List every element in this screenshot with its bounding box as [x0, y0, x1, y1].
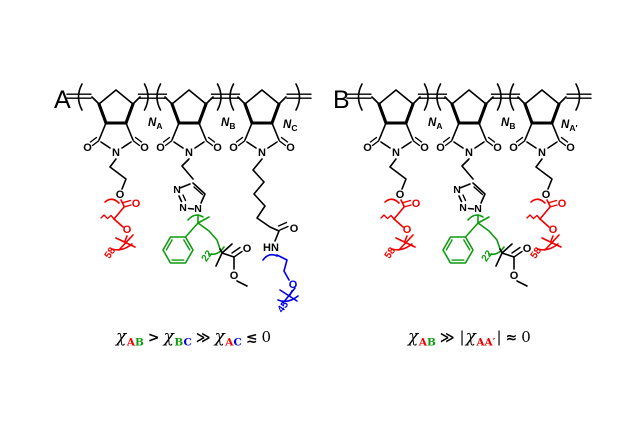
- repeat-symbol: N: [148, 117, 157, 129]
- lesssim-operator: ≲: [246, 330, 258, 346]
- panel-a: A NA NB NC χAB>χBC≫χAC≲0: [54, 83, 312, 349]
- eq-sub-c: C: [183, 337, 191, 349]
- much-greater-operator: ≫: [196, 330, 211, 346]
- greater-than-operator: >: [148, 330, 160, 346]
- equation-a: χAB>χBC≫χAC≲0: [115, 327, 271, 349]
- eq-sub-a-prime: A′: [484, 337, 496, 349]
- eq-sub-a: A: [418, 337, 428, 349]
- approx-operator: ≈: [506, 330, 518, 346]
- chi-symbol: χ: [407, 327, 420, 347]
- chi-symbol: χ: [163, 327, 176, 347]
- repeat-symbol: N: [221, 117, 230, 129]
- repeat-symbol: N: [501, 117, 510, 129]
- panel-b: B NA NB NA′ χAB≫|χAA′|≈0: [333, 83, 592, 349]
- eq-sub-a: A: [126, 337, 136, 349]
- repeat-sub: A: [436, 121, 442, 131]
- eq-sub-b: B: [174, 337, 183, 349]
- repeat-count-nc: NC: [283, 119, 297, 133]
- repeat-sub: C: [291, 123, 297, 133]
- much-greater-operator: ≫: [440, 330, 455, 346]
- eq-sub-b: B: [135, 337, 144, 349]
- repeat-sub: B: [509, 121, 515, 131]
- eq-zero: 0: [262, 328, 272, 346]
- repeat-symbol: N: [283, 119, 292, 131]
- repeat-symbol: N: [561, 119, 570, 131]
- repeat-sub: B: [229, 121, 235, 131]
- eq-sub-b: B: [427, 337, 436, 349]
- repeat-count-na: NA: [148, 117, 162, 131]
- chi-symbol: χ: [465, 327, 478, 347]
- right-abs-bar: |: [496, 328, 501, 346]
- repeat-sub: A′: [569, 123, 577, 133]
- repeat-count-na: NA: [428, 117, 442, 131]
- chi-symbol: χ: [213, 327, 226, 347]
- repeat-symbol: N: [428, 117, 437, 129]
- repeat-count-nb: NB: [221, 117, 235, 131]
- eq-sub-c: C: [233, 337, 241, 349]
- eq-sub-a: A: [224, 337, 234, 349]
- eq-zero: 0: [521, 328, 531, 346]
- equation-b: χAB≫|χAA′|≈0: [407, 327, 531, 349]
- panel-a-label: A: [54, 86, 71, 114]
- panel-b-label: B: [333, 86, 350, 114]
- eq-sub-a: A: [475, 337, 485, 349]
- repeat-count-na-prime: NA′: [561, 119, 578, 133]
- repeat-count-nb: NB: [501, 117, 515, 131]
- repeat-sub: A: [156, 121, 162, 131]
- chi-symbol: χ: [115, 327, 128, 347]
- left-abs-bar: |: [460, 328, 465, 346]
